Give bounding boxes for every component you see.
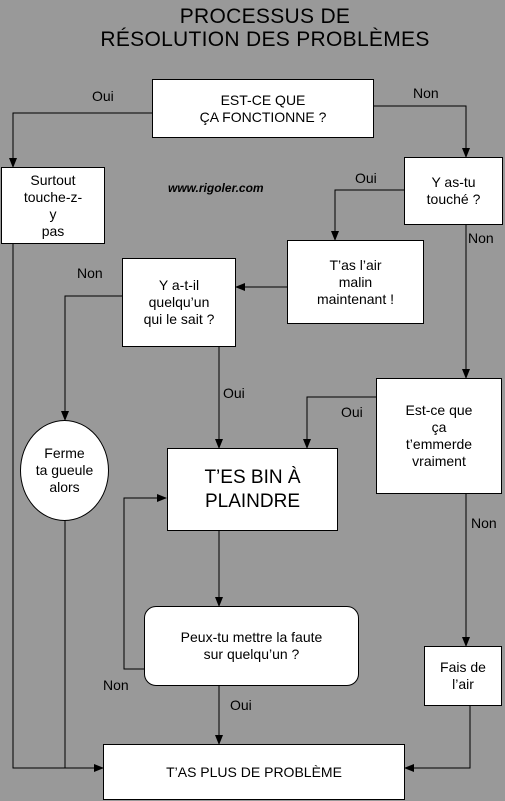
watermark: www.rigoler.com [168,181,264,195]
node-bothers-line1: Est-ce que [405,402,473,418]
label-start-yes: Oui [92,88,114,104]
label-touched-yes: Oui [355,170,377,186]
node-dont-touch-line4: pas [41,222,65,239]
node-someone-knows-line1: Y a-t-il [158,277,200,293]
arrow-start-yes [9,112,152,168]
node-pretend-line2: l’air [452,676,474,692]
title-line-2: RÉSOLUTION DES PROBLÈMES [100,28,430,51]
title-line-1: PROCESSUS DE [179,5,351,28]
node-pity-line1: T’ES BIN À [204,466,301,488]
node-blame-line1: Peux-tu mettre la faute [180,629,323,645]
arrow-blame-no-loop [123,494,167,670]
node-someone-knows-line2: quelqu’un [148,294,210,310]
arrow-pretend-to-end [404,706,471,772]
node-shut-up-line2: ta gueule [35,462,94,478]
label-blame-no: Non [103,677,129,693]
node-dont-touch: Surtout touche-z- y pas [1,167,105,244]
node-start-line1: EST-CE QUE [220,91,306,108]
node-bothers: Est-ce que ça t’emmerde vraiment [376,378,502,494]
node-someone-knows-line3: qui le sait ? [143,311,215,327]
arrow-bothers-yes [303,396,376,449]
arrow-dont-touch-to-end [12,243,104,772]
label-knows-yes: Oui [223,385,245,401]
label-blame-yes: Oui [230,697,252,713]
node-bothers-line3: t’emmerde [405,436,473,452]
node-shut-up: Ferme ta gueule alors [20,420,109,521]
label-bothers-no: Non [471,515,497,531]
label-start-no: Non [413,85,439,101]
node-look-smart-line1: T’as l’air [329,256,382,273]
node-look-smart-line3: maintenant ! [316,290,395,307]
node-shut-up-line1: Ferme [44,445,85,461]
node-someone-knows: Y a-t-il quelqu’un qui le sait ? [122,258,236,347]
node-pretend-line1: Fais de [440,659,486,675]
node-no-problem: T’AS PLUS DE PROBLÈME [103,744,405,800]
label-touched-no: Non [468,230,494,246]
node-dont-touch-line2: touche-z- [23,188,83,205]
node-look-smart: T’as l’air malin maintenant ! [287,240,424,324]
node-dont-touch-line1: Surtout [30,171,76,188]
node-pity-line2: PLAINDRE [204,490,300,512]
node-dont-touch-line3: y [49,205,57,222]
node-bothers-line4: vraiment [412,453,466,469]
label-bothers-yes: Oui [341,404,363,420]
node-touched-line2: touché ? [426,191,481,207]
node-blame-line2: sur quelqu’un ? [203,646,300,662]
arrow-start-no [373,105,470,158]
page-title: PROCESSUS DE RÉSOLUTION DES PROBLÈMES [0,5,505,51]
node-look-smart-line2: malin [338,273,373,290]
arrow-knows-no [61,295,122,421]
node-start-line2: ÇA FONCTIONNE ? [199,108,327,125]
label-knows-no: Non [77,265,103,281]
node-shut-up-line3: alors [49,479,80,495]
node-touched-line1: Y as-tu [431,174,476,190]
node-bothers-line2: ça [431,419,447,435]
arrow-touched-yes [331,189,404,241]
node-no-problem-text: T’AS PLUS DE PROBLÈME [166,763,342,780]
